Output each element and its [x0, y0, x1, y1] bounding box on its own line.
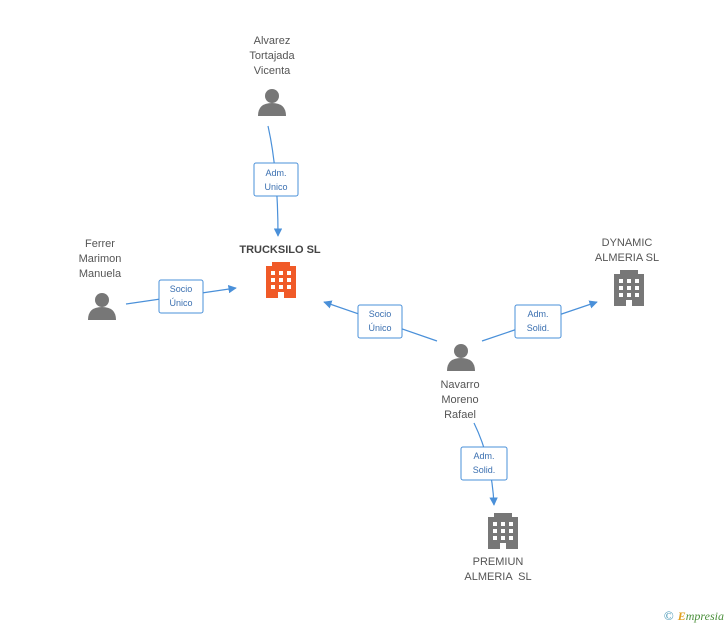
- node-label-line: ALMERIA SL: [464, 571, 531, 583]
- node-premiun[interactable]: PREMIUN ALMERIA SL: [464, 513, 532, 583]
- edge-label-ferrer-trucksilo[interactable]: Socio Único: [158, 279, 204, 314]
- node-label-line: Ferrer: [85, 238, 115, 250]
- node-ferrer[interactable]: Ferrer Marimon Manuela: [79, 238, 122, 320]
- edge-label-navarro-trucksilo[interactable]: Socio Único: [357, 304, 403, 339]
- node-alvarez[interactable]: Alvarez Tortajada Vicenta: [249, 35, 296, 116]
- edge-label-line: Adm.: [265, 168, 286, 178]
- person-icon: [88, 293, 116, 320]
- node-label-line: Navarro: [440, 379, 479, 391]
- node-label-line: Manuela: [79, 268, 122, 280]
- building-icon: [266, 262, 296, 298]
- edge-label-navarro-premiun[interactable]: Adm. Solid.: [460, 446, 508, 481]
- edge-label-line: Único: [368, 323, 391, 333]
- edge-label-line: Adm.: [527, 309, 548, 319]
- node-label-line: Marimon: [79, 253, 122, 265]
- edge-label-line: Unico: [264, 182, 287, 192]
- edge-label-line: Socio: [170, 284, 193, 294]
- copyright-icon: ©: [663, 608, 674, 623]
- brand-name: mpresia: [685, 609, 724, 623]
- node-label-line: DYNAMIC: [602, 237, 653, 249]
- node-label-line: Vicenta: [254, 65, 291, 77]
- building-icon: [614, 270, 644, 306]
- empresia-watermark: ©Empresia: [664, 608, 724, 624]
- edge-label-alvarez-trucksilo[interactable]: Adm. Unico: [253, 162, 299, 197]
- person-icon: [258, 89, 286, 116]
- node-label-line: Alvarez: [254, 35, 291, 47]
- node-navarro[interactable]: Navarro Moreno Rafael: [440, 344, 480, 421]
- edge-label-line: Solid.: [473, 465, 496, 475]
- edge-label-line: Socio: [369, 309, 392, 319]
- edge-label-line: Solid.: [527, 323, 550, 333]
- node-label-line: TRUCKSILO SL: [239, 244, 321, 256]
- edge-label-line: Adm.: [473, 451, 494, 461]
- person-icon: [447, 344, 475, 371]
- node-dynamic[interactable]: DYNAMIC ALMERIA SL: [595, 237, 659, 306]
- building-icon: [488, 513, 518, 549]
- node-label-line: PREMIUN: [473, 556, 524, 568]
- node-trucksilo[interactable]: TRUCKSILO SL: [239, 244, 321, 298]
- node-label-line: Rafael: [444, 409, 476, 421]
- edge-label-navarro-dynamic[interactable]: Adm. Solid.: [514, 304, 562, 339]
- edge-label-line: Único: [169, 298, 192, 308]
- node-label-line: ALMERIA SL: [595, 252, 659, 264]
- brand-initial: E: [677, 609, 686, 623]
- node-label-line: Moreno: [441, 394, 478, 406]
- node-label-line: Tortajada: [249, 50, 295, 62]
